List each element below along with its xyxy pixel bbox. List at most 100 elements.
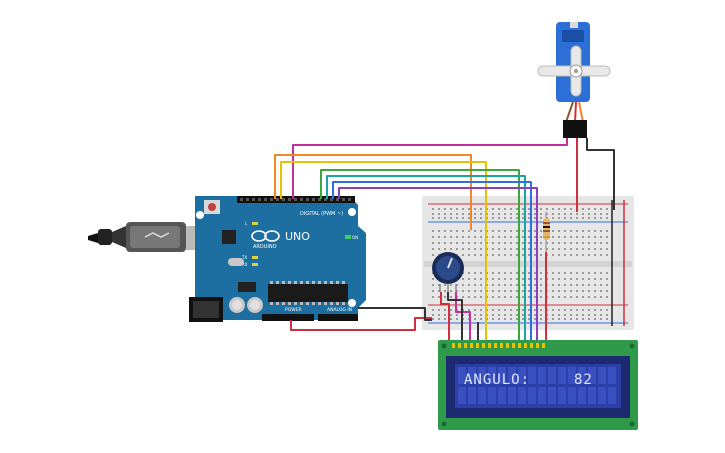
- breadboard-hole: [438, 296, 440, 298]
- lcd-pin: [482, 343, 485, 348]
- breadboard-hole: [516, 284, 518, 286]
- breadboard-hole: [456, 208, 458, 210]
- breadboard-hole: [516, 242, 518, 244]
- breadboard-hole: [498, 213, 500, 215]
- breadboard-hole: [462, 236, 464, 238]
- breadboard-hole: [606, 213, 608, 215]
- lcd-char-cell: [518, 387, 526, 404]
- breadboard-hole: [474, 217, 476, 219]
- breadboard-hole: [570, 217, 572, 219]
- breadboard-hole: [510, 318, 512, 320]
- breadboard-hole: [534, 242, 536, 244]
- breadboard-hole: [432, 236, 434, 238]
- breadboard-hole: [582, 208, 584, 210]
- breadboard-hole: [570, 318, 572, 320]
- breadboard-hole: [570, 242, 572, 244]
- breadboard-hole: [552, 236, 554, 238]
- breadboard-hole: [522, 290, 524, 292]
- lcd-char-cell: [598, 367, 606, 384]
- breadboard-hole: [600, 217, 602, 219]
- breadboard-hole: [540, 314, 542, 316]
- breadboard-hole: [510, 296, 512, 298]
- breadboard-hole: [450, 242, 452, 244]
- lcd-pin: [452, 343, 455, 348]
- breadboard-hole: [456, 318, 458, 320]
- breadboard-hole: [540, 278, 542, 280]
- breadboard-hole: [432, 242, 434, 244]
- breadboard-hole: [594, 284, 596, 286]
- breadboard-hole: [474, 296, 476, 298]
- breadboard-hole: [492, 318, 494, 320]
- wire-purple: [338, 187, 538, 344]
- breadboard-hole: [480, 309, 482, 311]
- breadboard-hole: [534, 284, 536, 286]
- breadboard-hole: [474, 236, 476, 238]
- breadboard-hole: [606, 309, 608, 311]
- breadboard-hole: [474, 248, 476, 250]
- breadboard-hole: [498, 272, 500, 274]
- breadboard-hole: [480, 318, 482, 320]
- lcd-char-cell: [568, 367, 576, 384]
- breadboard-hole: [582, 318, 584, 320]
- breadboard-hole: [564, 236, 566, 238]
- breadboard-hole: [528, 314, 530, 316]
- breadboard-hole: [540, 318, 542, 320]
- breadboard-hole: [564, 296, 566, 298]
- breadboard-hole: [504, 217, 506, 219]
- breadboard-hole: [480, 284, 482, 286]
- breadboard-hole: [498, 309, 500, 311]
- breadboard-hole: [540, 236, 542, 238]
- breadboard-hole: [510, 272, 512, 274]
- breadboard-hole: [570, 278, 572, 280]
- breadboard-hole: [582, 314, 584, 316]
- breadboard-hole: [540, 254, 542, 256]
- breadboard-hole: [570, 314, 572, 316]
- breadboard-hole: [552, 318, 554, 320]
- breadboard-hole: [522, 314, 524, 316]
- breadboard-hole: [492, 296, 494, 298]
- breadboard-hole: [510, 242, 512, 244]
- breadboard-hole: [600, 242, 602, 244]
- breadboard-hole: [594, 254, 596, 256]
- breadboard-hole: [600, 248, 602, 250]
- breadboard-hole: [558, 284, 560, 286]
- breadboard-hole: [606, 272, 608, 274]
- breadboard-hole: [462, 284, 464, 286]
- breadboard-hole: [468, 217, 470, 219]
- breadboard-hole: [606, 296, 608, 298]
- breadboard-hole: [462, 296, 464, 298]
- breadboard-hole: [576, 278, 578, 280]
- lcd-pin: [476, 343, 479, 348]
- breadboard-hole: [480, 272, 482, 274]
- breadboard-hole: [504, 318, 506, 320]
- breadboard-hole: [606, 208, 608, 210]
- lcd-char-cell: [538, 367, 546, 384]
- breadboard-hole: [468, 236, 470, 238]
- breadboard-hole: [570, 296, 572, 298]
- breadboard-hole: [570, 309, 572, 311]
- breadboard-hole: [516, 254, 518, 256]
- breadboard-hole: [558, 318, 560, 320]
- lcd-pin: [524, 343, 527, 348]
- breadboard-hole: [450, 217, 452, 219]
- breadboard-hole: [600, 290, 602, 292]
- breadboard-hole: [576, 290, 578, 292]
- breadboard-hole: [582, 254, 584, 256]
- breadboard-hole: [570, 284, 572, 286]
- breadboard-hole: [522, 236, 524, 238]
- breadboard-hole: [546, 213, 548, 215]
- breadboard-hole: [492, 213, 494, 215]
- breadboard-hole: [570, 254, 572, 256]
- breadboard-hole: [594, 230, 596, 232]
- breadboard-hole: [534, 217, 536, 219]
- wire-green: [320, 169, 520, 344]
- breadboard-hole: [492, 230, 494, 232]
- breadboard-hole: [516, 213, 518, 215]
- lcd-char-cell: [538, 387, 546, 404]
- breadboard-hole: [534, 208, 536, 210]
- breadboard-hole: [444, 230, 446, 232]
- breadboard-hole: [474, 290, 476, 292]
- breadboard-hole: [480, 230, 482, 232]
- digital-pins-label: DIGITAL (PWM ~): [300, 211, 343, 217]
- breadboard-hole: [582, 296, 584, 298]
